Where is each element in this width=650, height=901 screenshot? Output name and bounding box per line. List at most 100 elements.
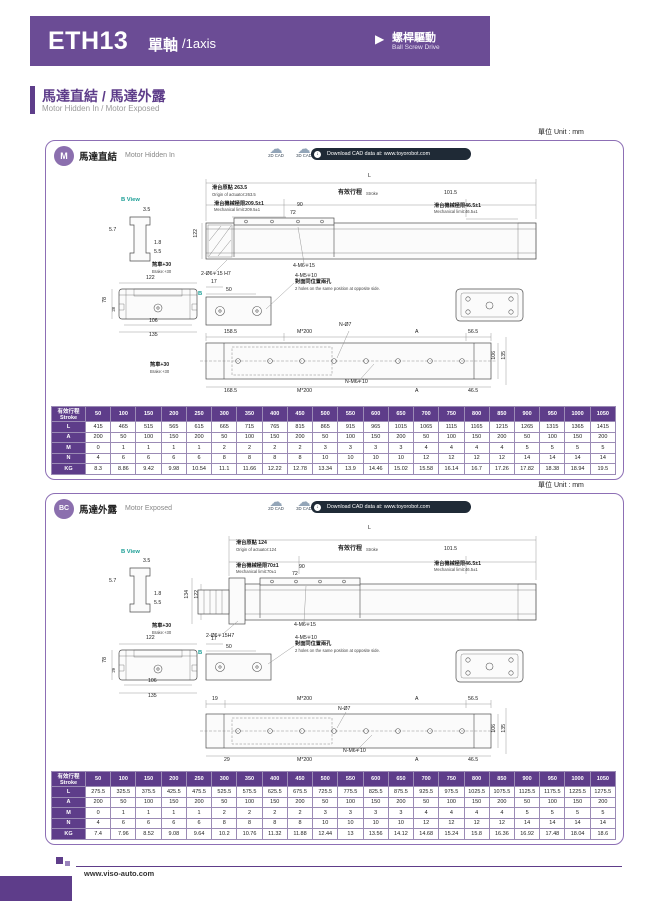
stroke-col-header: 100 [110, 406, 137, 422]
spec-cell: 150 [362, 431, 389, 443]
bottom-dim-29: 29 [224, 757, 230, 763]
spec-cell: 2 [211, 442, 238, 454]
spec-cell: 12 [413, 817, 440, 829]
arrow-icon: ▶ [375, 32, 385, 46]
download-label: Download CAD data at: www.toyorobot.com [327, 504, 431, 510]
bottom-dim-A-bot: A [415, 388, 419, 394]
b-view-label: B View [121, 197, 140, 203]
cad-2d-label: 2D CAD [268, 153, 284, 158]
cad-2d-label: 2D CAD [268, 506, 284, 511]
spec-cell: 18.38 [539, 463, 566, 475]
row-label-L: L [51, 421, 86, 433]
spec-cell: 12.22 [261, 463, 288, 475]
spec-cell: 12.44 [312, 828, 339, 840]
spec-cell: 8.3 [84, 463, 112, 475]
spec-cell: 10.76 [236, 828, 263, 840]
spec-cell: 100 [337, 796, 364, 808]
spec-cell: 1 [160, 807, 187, 819]
cs-dim-28: 28 [111, 307, 116, 312]
spec-cell: 13.56 [362, 828, 389, 840]
bottom-callout-n-m6: N-M6∓10 [345, 379, 368, 385]
dim-3-5: 3.5 [143, 207, 151, 213]
spec-cell: 2 [261, 442, 288, 454]
spec-cell: 100 [438, 796, 465, 808]
dim-1-8: 1.8 [154, 240, 162, 246]
spec-cell: 1115 [438, 421, 465, 433]
spec-cell: 6 [185, 817, 213, 829]
spec-cell: 515 [135, 421, 162, 433]
stroke-col-header: 150 [135, 406, 162, 422]
spec-cell: 200 [589, 796, 617, 808]
spec-cell: 3 [312, 442, 339, 454]
stroke-col-header: 900 [513, 406, 541, 422]
cs-dim-78: 78 [102, 657, 108, 663]
callout-4-m6-holes: 4-M6∓15 [293, 263, 315, 269]
spec-cell: 6 [110, 817, 137, 829]
spec-cell: 150 [362, 796, 389, 808]
spec-cell: 2 [236, 807, 263, 819]
footer-website-link[interactable]: www.viso-auto.com [84, 869, 155, 878]
product-axis-en: /1axis [182, 36, 216, 51]
row-label-N: N [51, 452, 86, 464]
spec-cell: 200 [84, 431, 112, 443]
stroke-col-header: 450 [286, 406, 314, 422]
panel-title-cn: 馬達外露 [79, 505, 118, 516]
drawing-shapes [111, 179, 537, 388]
callout-4-m5: 4-M5∓10 [295, 273, 317, 279]
spec-cell: 11.88 [286, 828, 314, 840]
stroke-col-header: 850 [488, 406, 515, 422]
spec-cell: 4 [463, 442, 490, 454]
stroke-col-header: 700 [413, 406, 440, 422]
spec-cell: 875.5 [387, 786, 415, 798]
spec-cell: 1 [185, 442, 213, 454]
spec-cell: 14 [564, 817, 591, 829]
spec-cell: 15.8 [463, 828, 490, 840]
dim-origin-cn: 滑台原點 263.5 [212, 185, 248, 191]
spec-cell: 4 [413, 807, 440, 819]
dim-stroke-cn: 有效行程 [338, 190, 363, 196]
download-cad-button[interactable]: ↓ Download CAD data at: www.toyorobot.co… [311, 501, 471, 513]
dim-stroke-cn: 有效行程 [338, 546, 363, 552]
badge-bc: BC [54, 499, 74, 519]
spec-cell: 100 [236, 431, 263, 443]
cad-3d-button[interactable]: ☁ 3D CAD [289, 495, 319, 511]
spec-cell: 16.7 [463, 463, 490, 475]
panel-motor-hidden: M 馬達直結 Motor Hidden In ☁ 2D CAD ☁ 3D CAD… [45, 140, 624, 480]
spec-cell: 9.08 [160, 828, 187, 840]
section-title-en: Motor Hidden In / Motor Exposed [42, 104, 160, 113]
cad-2d-button[interactable]: ☁ 2D CAD [261, 495, 291, 511]
cad-3d-button[interactable]: ☁ 3D CAD [289, 142, 319, 158]
unit-label-m: 單位 Unit : mm [538, 129, 584, 136]
spec-cell: 0 [84, 442, 112, 454]
download-cad-button[interactable]: ↓ Download CAD data at: www.toyorobot.co… [311, 148, 471, 160]
spec-cell: 6 [110, 452, 137, 464]
spec-cell: 6 [135, 817, 162, 829]
spec-cell: 200 [488, 796, 515, 808]
spec-cell: 14 [539, 817, 566, 829]
stroke-col-header: 1050 [589, 406, 617, 422]
spec-cell: 8 [211, 452, 238, 464]
footer-corner-block [0, 876, 72, 901]
spec-cell: 14 [589, 817, 617, 829]
spec-cell: 10 [337, 452, 364, 464]
spec-cell: 200 [286, 431, 314, 443]
stroke-col-header: 150 [135, 771, 162, 787]
spec-cell: 17.82 [513, 463, 541, 475]
callout-4-m6-holes: 4-M6∓15 [294, 622, 316, 628]
spec-cell: 13.34 [312, 463, 339, 475]
spec-cell: 100 [135, 431, 162, 443]
dim-mech-limit-left-en: Mechanical limit:70±1 [236, 569, 277, 574]
stroke-col-header: 650 [387, 406, 415, 422]
spec-cell: 7.4 [84, 828, 112, 840]
spec-cell: 9.64 [185, 828, 213, 840]
dim-72: 72 [290, 210, 296, 216]
cad-3d-label: 3D CAD [296, 153, 312, 158]
cad-2d-button[interactable]: ☁ 2D CAD [261, 142, 291, 158]
stroke-col-header: 800 [463, 406, 490, 422]
spec-cell: 915 [337, 421, 364, 433]
stroke-col-header: 550 [337, 771, 364, 787]
spec-cell: 50 [413, 431, 440, 443]
download-icon: ↓ [314, 503, 321, 511]
spec-cell: 200 [185, 796, 213, 808]
spec-cell: 415 [84, 421, 112, 433]
